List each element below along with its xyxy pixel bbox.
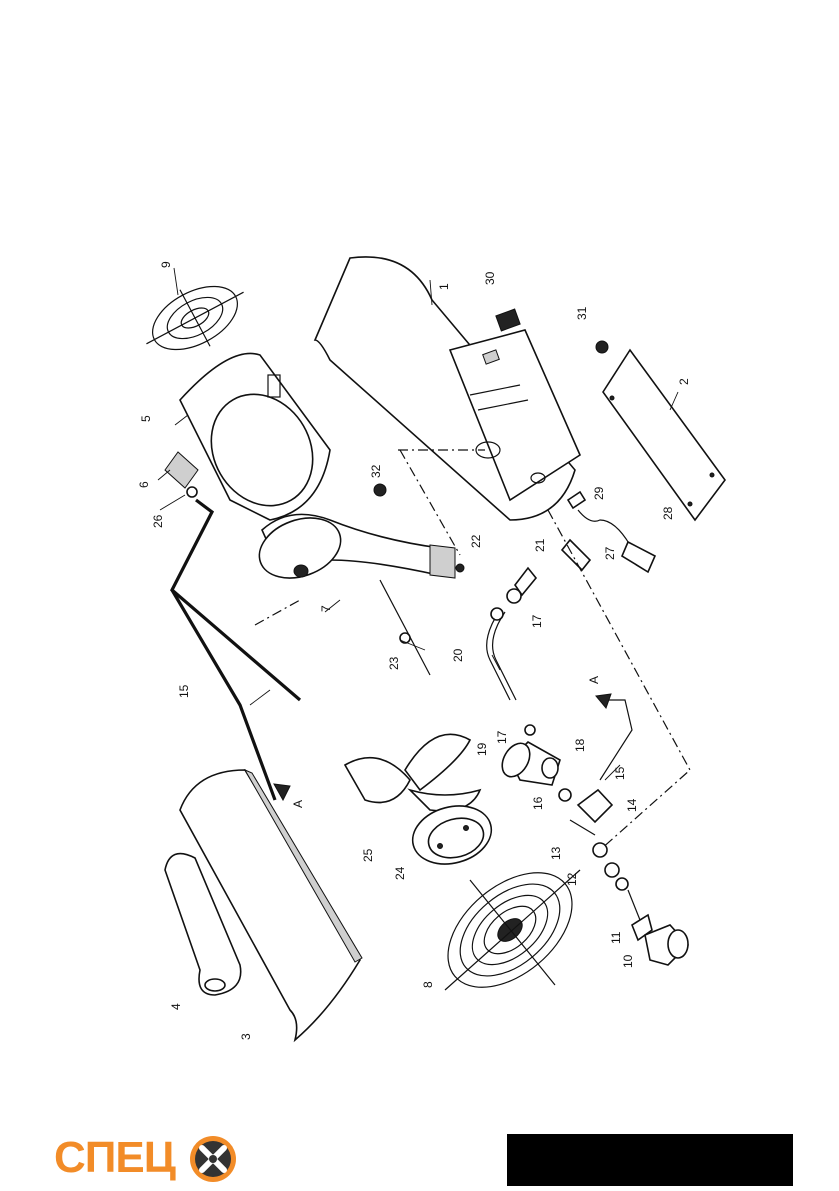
- part-5-combustion-chamber: [179, 352, 331, 521]
- callout-28: 28: [661, 506, 675, 520]
- callout-26: 26: [151, 514, 165, 528]
- part-20-gas-pipe: [486, 588, 522, 701]
- callout-5: 5: [139, 415, 153, 422]
- callout-29: 29: [592, 486, 606, 500]
- part-31-nut: [595, 340, 609, 354]
- logo-text: СПЕЦ: [54, 1133, 176, 1182]
- callout-21: 21: [533, 538, 547, 552]
- part-4-handle: [164, 852, 242, 996]
- part-32-screw: [373, 483, 387, 497]
- callout-31: 31: [575, 306, 589, 320]
- part-30-switch: [495, 308, 521, 332]
- part-8-fan-guard: [444, 869, 581, 991]
- regulator-assembly: [501, 724, 690, 966]
- arrow-label-a-right: A: [587, 676, 601, 684]
- callout-15-right: 15: [613, 766, 627, 780]
- callout-9: 9: [159, 261, 173, 268]
- assembly-line-4: [254, 599, 301, 626]
- callout-3: 3: [239, 1033, 253, 1040]
- footer-black-box: [507, 1134, 793, 1186]
- callout-14: 14: [625, 798, 639, 812]
- callout-23: 23: [387, 656, 401, 670]
- part-6-bracket: [164, 451, 199, 489]
- brand-logo: СПЕЦ: [54, 1133, 250, 1183]
- part-24-motor: [411, 805, 493, 865]
- callout-30: 30: [483, 271, 497, 285]
- part-26-sensor: [170, 486, 302, 702]
- part-2-bottom-plate: [602, 348, 726, 522]
- arrow-a-left: [273, 783, 291, 802]
- wrench-cross-icon: [190, 1136, 236, 1182]
- callout-17-bottom: 17: [495, 730, 509, 744]
- arrow-label-a-left: A: [291, 800, 305, 808]
- callout-7: 7: [319, 605, 333, 612]
- callout-15-left: 15: [177, 684, 191, 698]
- part-25-fan-blade: [343, 733, 482, 812]
- part-23-electrode: [379, 579, 431, 676]
- callout-8: 8: [421, 981, 435, 988]
- callout-4: 4: [169, 1003, 183, 1010]
- callout-22: 22: [469, 534, 483, 548]
- part-9-guard: [146, 285, 244, 351]
- callout-24: 24: [393, 866, 407, 880]
- callout-labels: 1 2 3 4 5 6 7 8 9 10 11 12 13 14 15 15 1…: [137, 261, 691, 1040]
- callout-18: 18: [573, 738, 587, 752]
- callout-27: 27: [603, 546, 617, 560]
- callout-12: 12: [565, 872, 579, 886]
- callout-16: 16: [531, 796, 545, 810]
- callout-1: 1: [437, 283, 451, 290]
- callout-13: 13: [549, 846, 563, 860]
- callout-6: 6: [137, 481, 151, 488]
- callout-19: 19: [475, 742, 489, 756]
- callout-20: 20: [451, 648, 465, 662]
- callout-10: 10: [621, 954, 635, 968]
- part-22-nozzle: [455, 563, 465, 573]
- assembly-line-2: [399, 449, 461, 556]
- callout-17-top: 17: [530, 614, 544, 628]
- part-3-front-shell: [179, 768, 363, 1043]
- part-1-rear-shell: [313, 256, 582, 521]
- arrow-a-right: [595, 693, 612, 709]
- callout-32: 32: [369, 464, 383, 478]
- callout-11: 11: [609, 931, 623, 944]
- callout-2: 2: [677, 378, 691, 385]
- part-15-hose: [170, 589, 633, 801]
- callout-25: 25: [361, 848, 375, 862]
- leader-lines: [157, 267, 679, 781]
- part-7-burner-tube: [258, 513, 456, 579]
